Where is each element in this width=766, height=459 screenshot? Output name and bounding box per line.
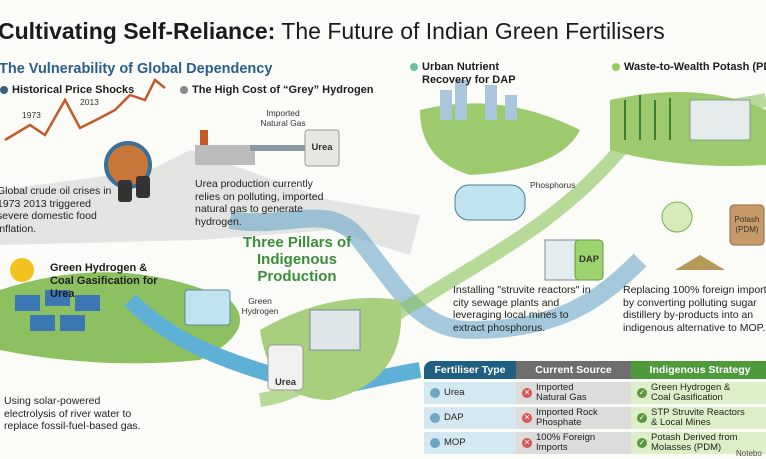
- grey-hydrogen-label: The High Cost of “Grey” Hydrogen: [192, 84, 374, 96]
- header-type: Fertiliser Type: [424, 361, 516, 379]
- cell-strategy: ✓ Potash Derived from Molasses (PDM): [631, 432, 766, 454]
- type-text: Urea: [444, 386, 465, 398]
- bullet-icon: [410, 63, 418, 71]
- header-strategy: Indigenous Strategy: [631, 361, 766, 379]
- potash-bag-label: Potash (PDM): [734, 215, 760, 234]
- vulnerability-heading: The Vulnerability of Global Dependency: [0, 61, 273, 77]
- factory-icon: [195, 145, 255, 165]
- x-icon: ✕: [522, 413, 532, 423]
- type-text: DAP: [444, 411, 464, 423]
- fertiliser-table: Fertiliser Type Current Source Indigenou…: [424, 358, 766, 457]
- dap-icon: [430, 412, 440, 423]
- electrolyser-icon: [184, 289, 231, 326]
- price-shocks-label: Historical Price Shocks: [12, 84, 135, 96]
- cell-type: Urea: [424, 382, 516, 404]
- type-text: MOP: [444, 436, 466, 448]
- potash-bag: [729, 204, 765, 246]
- cell-type: DAP: [424, 407, 516, 429]
- table-header-row: Fertiliser Type Current Source Indigenou…: [424, 361, 766, 379]
- cell-strategy: ✓ STP Struvite Reactors & Local Mines: [631, 407, 766, 429]
- urea-factory-icon: [309, 309, 361, 351]
- strategy-text: Green Hydrogen & Coal Gasification: [651, 382, 731, 403]
- imported-gas-label: Imported Natural Gas: [260, 108, 306, 128]
- cell-type: MOP: [424, 432, 516, 454]
- gas-pipe: [250, 145, 310, 151]
- x-icon: ✕: [522, 388, 532, 398]
- oil-barrel-icon: [136, 176, 150, 198]
- bullet-icon: [612, 63, 620, 71]
- conversion-circle-icon: [661, 201, 693, 233]
- cell-source: ✕ Imported Rock Phosphate: [516, 407, 631, 429]
- table-row: Urea ✕ Imported Natural Gas ✓ Green Hydrog…: [424, 382, 766, 404]
- table-row: MOP ✕ 100% Foreign Imports ✓ Potash Derive…: [424, 432, 766, 454]
- watermark: Notebo: [736, 449, 762, 458]
- bullet-icon: [180, 86, 188, 95]
- price-chart-line: [4, 78, 166, 142]
- strategy-text: Potash Derived from Molasses (PDM): [651, 432, 738, 453]
- city-buildings: [440, 80, 517, 120]
- green-hydrogen-title: Green Hydrogen & Coal Gasification for U…: [50, 262, 158, 300]
- distillery-icon: [689, 99, 751, 141]
- green-hydrogen-label: Green Hydrogen: [241, 296, 279, 316]
- dap-bag-label: DAP: [578, 254, 600, 265]
- urban-label: Urban Nutrient Recovery for DAP: [422, 61, 516, 86]
- cell-source: ✕ 100% Foreign Imports: [516, 432, 631, 454]
- price-shocks-text: Global crude oil crises in 1973 2013 tri…: [0, 185, 112, 235]
- cracked-ground: [0, 150, 420, 255]
- check-icon: ✓: [637, 388, 647, 398]
- urea-bag-green: [267, 344, 304, 391]
- price-shocks-title: Historical Price Shocks: [0, 84, 134, 96]
- struvite-reactor-icon: [454, 184, 526, 221]
- dap-bag: [574, 239, 604, 281]
- phosphorus-label: Phosphorus: [530, 180, 576, 190]
- check-icon: ✓: [637, 438, 647, 448]
- potash-text: Replacing 100% foreign imports by conver…: [623, 284, 766, 334]
- potash-label: Waste-to-Wealth Potash (PDM): [624, 61, 766, 73]
- source-text: Imported Rock Phosphate: [536, 407, 598, 428]
- mop-icon: [430, 437, 440, 448]
- source-text: Imported Natural Gas: [536, 382, 587, 403]
- potash-pile: [675, 255, 725, 270]
- cell-source: ✕ Imported Natural Gas: [516, 382, 631, 404]
- grey-hydrogen-text: Urea production currently relies on poll…: [195, 178, 324, 228]
- title-bold: Cultivating Self-Reliance:: [0, 18, 276, 44]
- urea-icon: [430, 387, 440, 398]
- table-row: DAP ✕ Imported Rock Phosphate ✓ STP Struvi…: [424, 407, 766, 429]
- source-text: 100% Foreign Imports: [536, 432, 596, 453]
- check-icon: ✓: [637, 413, 647, 423]
- solar-panels: [15, 290, 100, 331]
- bullet-icon: [0, 86, 8, 95]
- cell-strategy: ✓ Green Hydrogen & Coal Gasification: [631, 382, 766, 404]
- title-rest: The Future of Indian Green Fertilisers: [275, 18, 665, 44]
- sun-icon: [10, 258, 34, 282]
- x-icon: ✕: [522, 438, 532, 448]
- urea-bag-label: Urea: [311, 142, 333, 153]
- river-path: [228, 209, 647, 340]
- year-2013: 2013: [80, 97, 99, 107]
- page-title: Cultivating Self-Reliance: The Future of…: [0, 18, 665, 45]
- year-1973: 1973: [22, 110, 41, 120]
- pillars-heading: Three Pillars of Indigenous Production: [242, 234, 352, 285]
- oil-barrel-icon: [118, 180, 132, 202]
- green-hydrogen-text: Using solar-powered electrolysis of rive…: [4, 395, 141, 432]
- grey-hydrogen-title: The High Cost of “Grey” Hydrogen: [180, 84, 374, 96]
- strategy-text: STP Struvite Reactors & Local Mines: [651, 407, 745, 428]
- urea-bag-green-label: Urea: [274, 377, 297, 388]
- urea-bag-grey: [304, 129, 340, 167]
- city-island: [420, 103, 580, 175]
- potash-title: Waste-to-Wealth Potash (PDM): [612, 61, 766, 73]
- header-source: Current Source: [516, 361, 631, 379]
- urban-text: Installing "struvite reactors" in city s…: [453, 284, 591, 334]
- urban-title: Urban Nutrient Recovery for DAP: [410, 61, 542, 87]
- sugarcane-field: [624, 95, 671, 140]
